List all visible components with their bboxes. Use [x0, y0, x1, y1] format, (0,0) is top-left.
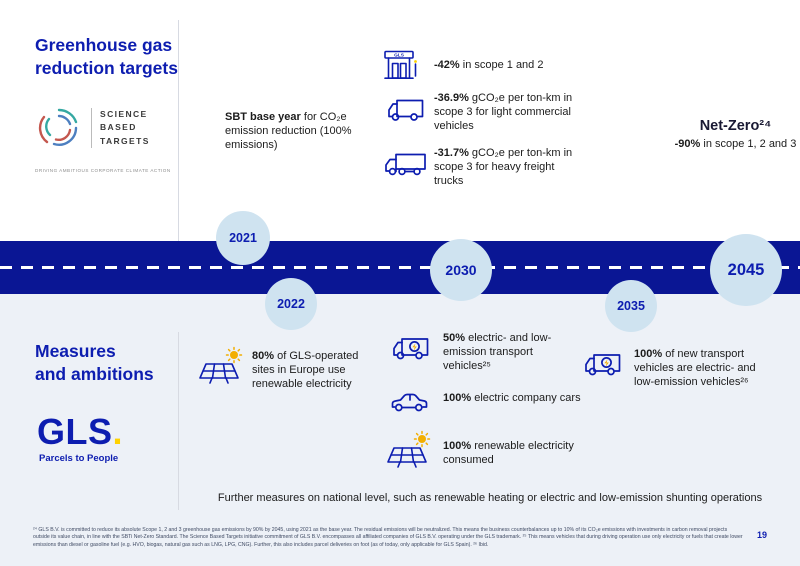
page-title: Greenhouse gas reduction targets [35, 35, 178, 79]
year-label-2030: 2030 [445, 262, 477, 278]
solar-panel-icon [198, 346, 244, 391]
vertical-divider-top [178, 20, 179, 241]
net-zero-value: -90% [674, 138, 701, 150]
sbt-base-year-note: SBT base year for CO₂e emission reductio… [225, 110, 365, 152]
further-measures-note: Further measures on national level, such… [217, 492, 763, 504]
delivery-van-icon [385, 96, 425, 129]
target-light-commercial-text: gCO₂e per ton-km in scope 3 for light co… [434, 92, 573, 133]
measure-renewable-sites: 80% of GLS-operated sites in Europe use … [252, 349, 377, 391]
target-scope-1-2: -42% in scope 1 and 2 [434, 58, 584, 72]
measure-renewable-electricity-value: 100% [443, 440, 472, 452]
net-zero-title: Net-Zero²⁴ [699, 118, 772, 134]
electric-van-icon [388, 334, 430, 368]
measure-renewable-electricity-text: renewable electricity consumed [443, 440, 574, 467]
base-year-rest: for CO₂e emission reduction (100% emissi… [225, 111, 352, 152]
measure-electric-cars: 100% electric company cars [443, 391, 588, 405]
electric-van-icon [580, 350, 622, 384]
year-label-2045: 2045 [727, 260, 765, 279]
measure-2045-vehicles-value: 100% [634, 348, 663, 360]
target-light-commercial: -36.9% gCO₂e per ton-km in scope 3 for l… [434, 91, 584, 133]
timeline-year-2022: 2022 [265, 278, 317, 330]
page-number: 19 [757, 530, 768, 540]
timeline-year-2045: 2045 [710, 234, 782, 306]
timeline-year-2021: 2021 [216, 211, 270, 265]
solar-panel-icon [386, 430, 432, 475]
measure-renewable-electricity: 100% renewable electricity consumed [443, 439, 593, 467]
timeline-dashed-line [0, 266, 800, 269]
year-label-2022: 2022 [277, 297, 305, 311]
svg-text:GLS: GLS [394, 53, 405, 59]
fuel-station-icon: GLS [384, 50, 420, 85]
measure-electric-cars-value: 100% [443, 392, 472, 404]
measures-title: Measures and ambitions [35, 341, 154, 385]
gls-logo-dot: . [112, 411, 123, 452]
year-label-2035: 2035 [617, 299, 645, 313]
timeline-year-2030: 2030 [430, 239, 492, 301]
base-year-bold: SBT base year [225, 111, 301, 123]
net-zero-target: Net-Zero²⁴ -90% in scope 1, 2 and 3 [668, 118, 800, 151]
science-based-targets-logo: SCIENCE BASED TARGETS [35, 104, 150, 152]
target-scope-1-2-text: in scope 1 and 2 [459, 59, 544, 71]
sbt-logo-icon [38, 108, 78, 146]
vertical-divider-bottom [178, 332, 179, 510]
measure-50pct-vehicles: 50% electric- and low-emission transport… [443, 331, 578, 373]
measure-50pct-vehicles-text: electric- and low-emission transport veh… [443, 332, 552, 373]
car-icon [390, 390, 428, 419]
net-zero-detail: -90% in scope 1, 2 and 3 [668, 137, 800, 151]
gls-logo: GLS. [37, 414, 123, 450]
sbt-logo-name: SCIENCE BASED TARGETS [91, 108, 150, 148]
measure-renewable-sites-value: 80% [252, 350, 275, 362]
measure-renewable-sites-text: of GLS-operated sites in Europe use rene… [252, 350, 359, 391]
measure-electric-cars-text: electric company cars [471, 392, 581, 404]
sbt-logo-tagline: DRIVING AMBITIOUS CORPORATE CLIMATE ACTI… [35, 168, 171, 173]
target-heavy-freight: -31.7% gCO₂e per ton-km in scope 3 for h… [434, 146, 584, 188]
measures-section-background [0, 294, 800, 566]
year-label-2021: 2021 [229, 231, 257, 245]
freight-truck-icon [381, 150, 427, 183]
target-light-commercial-value: -36.9% [434, 92, 469, 104]
target-heavy-freight-value: -31.7% [434, 147, 469, 159]
target-heavy-freight-text: gCO₂e per ton-km in scope 3 for heavy fr… [434, 147, 573, 188]
gls-logo-text: GLS [37, 411, 113, 452]
gls-logo-tagline: Parcels to People [39, 453, 119, 464]
timeline-year-2035: 2035 [605, 280, 657, 332]
footnote: ²⁴ GLS B.V. is committed to reduce its a… [33, 527, 743, 548]
measure-2045-vehicles-text: of new transport vehicles are electric- … [634, 348, 756, 389]
net-zero-text: in scope 1, 2 and 3 [700, 138, 797, 150]
target-scope-1-2-value: -42% [434, 59, 460, 71]
measure-50pct-vehicles-value: 50% [443, 332, 466, 344]
measure-2045-vehicles: 100% of new transport vehicles are elect… [634, 347, 774, 389]
